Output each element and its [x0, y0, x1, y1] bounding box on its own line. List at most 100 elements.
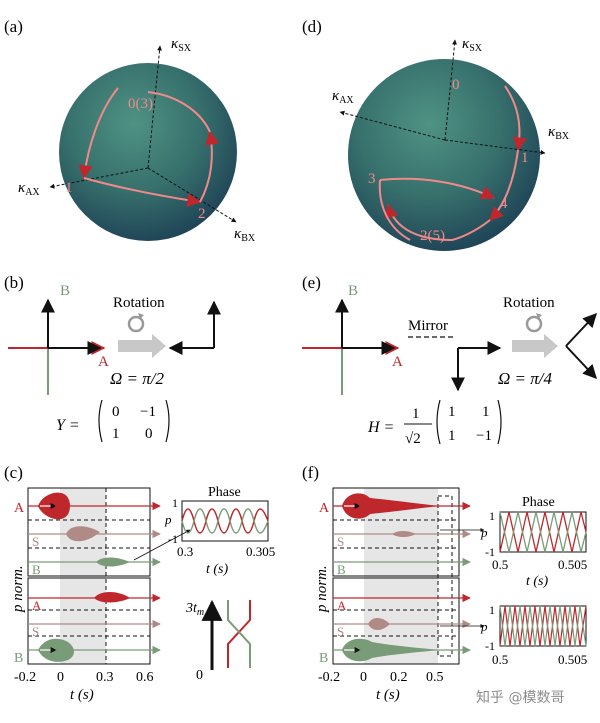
phase-xlabel-c: t (s) [206, 562, 229, 577]
row-label-c-B-top: B [32, 562, 41, 577]
tick-c-2: 0.3 [96, 670, 114, 685]
row-label-f-B-top: B [337, 562, 346, 577]
pulse-f-S-top [392, 531, 416, 537]
matrix-y-10: 1 [112, 426, 120, 442]
point-a-0: 0(3) [128, 96, 153, 112]
watermark: 知乎 @模数哥 [476, 689, 564, 706]
panel-f: (f) A S B A S B p norm. -0.2 0 0.2 0.5 [302, 463, 587, 703]
matrix-h-11: −1 [476, 428, 492, 444]
point-d-3: 3 [368, 171, 376, 187]
panel-c: (c) A S B A S B p norm. -0.2 0 [4, 463, 275, 703]
phase-wave-c-green [181, 508, 269, 534]
matrix-h-prefactor-num: 1 [412, 406, 420, 422]
row-label-f-A-bottom: A [337, 598, 347, 613]
rotation-label-b: Rotation [113, 295, 165, 311]
panel-d: (d) κSX κAX κBX 0 1 3 4 2(5) [302, 17, 570, 251]
axis-label-sx-d: κSX [462, 36, 483, 54]
matrix-h-prefactor-den: √2 [405, 431, 421, 447]
axis-bx-d [444, 139, 546, 155]
axis-label-bx-a: κBX [234, 226, 256, 244]
axis-b-label-b: B [60, 283, 70, 299]
phase-ytick-f-top-neg1: -1 [485, 545, 495, 559]
tick-c-1: 0 [57, 670, 64, 685]
phase-ytick-c-1: 1 [172, 496, 178, 510]
timeline-bottom-c: 0 [196, 668, 203, 683]
omega-label-b: Ω = π/2 [110, 369, 165, 388]
panel-a-label: (a) [4, 17, 23, 36]
swap-line-red-c [227, 600, 251, 668]
phase-xtick-f-bottom-0: 0.5 [492, 652, 508, 667]
phase-wave-c-red [181, 508, 269, 534]
pulse-c-A-bottom [94, 592, 130, 603]
phase-xtick-f-top-1: 0.505 [558, 557, 587, 572]
point-d-1: 1 [521, 150, 529, 166]
rotation-icon-b [127, 313, 145, 333]
axis-label-ax-d: κAX [332, 88, 354, 106]
row-label-c-A-top: A [14, 501, 25, 516]
row-label-f-A-top: A [319, 501, 330, 516]
pulse-f-B-bottom [342, 638, 440, 662]
frame-f-bottom [332, 577, 460, 665]
pulse-c-S-top [66, 526, 100, 542]
phase-xlabel-f-top: t (s) [526, 574, 549, 589]
phase-wave-f-top-green [499, 511, 587, 553]
rotated-vec-downright-e [565, 345, 597, 380]
axis-a-label-e: A [392, 354, 403, 370]
panel-b-label: (b) [4, 273, 24, 292]
panel-a: (a) κSX κAX κBX 0(3) 1 2 [4, 17, 256, 244]
matrix-h-name: H = [367, 419, 394, 436]
phase-title-f: Phase [522, 495, 555, 510]
swap-line-green-c [227, 600, 251, 668]
tick-f-3: 0.5 [426, 670, 444, 685]
trajectory-a-2-up [199, 130, 220, 203]
window-f [437, 495, 453, 657]
xlabel-f: t (s) [376, 687, 400, 703]
matrix-h-01: 1 [482, 404, 490, 420]
matrix-y-00: 0 [112, 404, 120, 420]
row-label-c-S-bottom: S [32, 624, 39, 639]
phase-frame-c [181, 500, 269, 542]
phase-wave-f-bottom-green [499, 605, 587, 647]
arrow-gray-b [118, 334, 166, 358]
phase-ytick-c-neg1: -1 [168, 532, 178, 546]
tick-f-2: 0.2 [390, 670, 408, 685]
timeline-top-c: 3tm [185, 601, 204, 618]
frame-f-top [332, 487, 460, 577]
trajectory-d-0-1 [504, 85, 527, 152]
phase-xtick-c-1: 0.305 [246, 544, 275, 559]
sphere-a [59, 63, 237, 241]
trajectory-d-4-2 [451, 219, 491, 241]
phase-ylabel-f-bottom: p [480, 619, 488, 634]
panel-e: (e) B A Mirror Rotation Ω = π/4 H = 1 √2… [302, 273, 597, 447]
phase-xtick-c-0: 0.3 [177, 544, 193, 559]
row-label-c-S-top: S [32, 534, 39, 549]
ylabel-c: p norm. [10, 565, 26, 613]
rotation-icon-e [525, 313, 543, 333]
panel-f-label: (f) [302, 463, 319, 482]
tick-c-0: -0.2 [14, 670, 36, 685]
row-label-f-S-bottom: S [337, 624, 344, 639]
phase-ytick-f-top-1: 1 [489, 509, 495, 523]
phase-ylabel-c: p [164, 512, 172, 527]
matrix-y: Y = 0 −1 1 0 [56, 399, 170, 443]
axis-label-sx-a: κSX [171, 36, 192, 54]
ylabel-f: p norm. [314, 565, 330, 613]
axis-ax-a [49, 167, 149, 189]
axis-sx-a [147, 45, 163, 169]
pulse-f-S-bottom [368, 618, 390, 630]
panel-d-label: (d) [302, 17, 322, 36]
phase-title-c: Phase [208, 485, 241, 500]
phase-ylabel-f-top: p [480, 525, 488, 540]
axis-label-ax-a: κAX [18, 180, 40, 198]
matrix-h-10: 1 [448, 428, 456, 444]
axis-sx-d [444, 39, 458, 141]
axis-label-bx-d: κBX [548, 124, 570, 142]
pulse-f-A-top [342, 493, 440, 519]
pulse-c-B-top [96, 557, 130, 567]
point-a-2: 2 [198, 206, 206, 222]
trajectory-a-return [147, 91, 211, 133]
tick-c-3: 0.6 [136, 670, 154, 685]
rotation-label-e: Rotation [503, 295, 555, 311]
phase-wave-f-top-red [499, 511, 587, 553]
